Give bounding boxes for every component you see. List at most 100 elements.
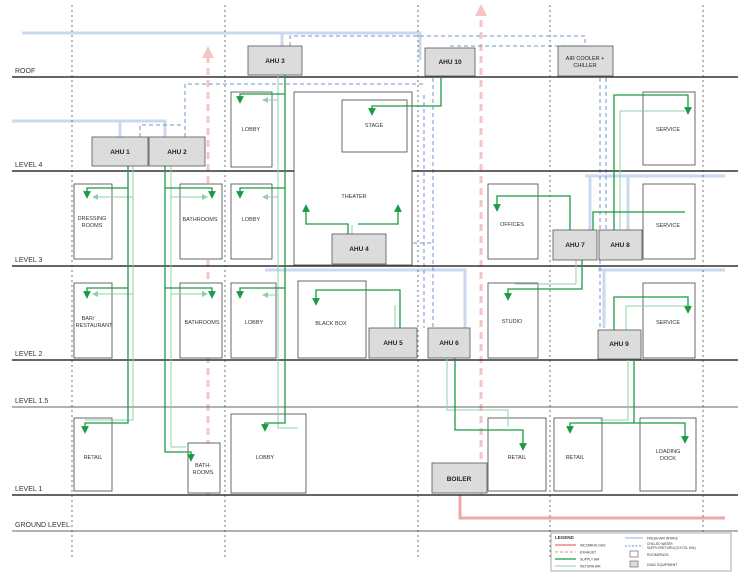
equipment-label: AHU 6 <box>439 340 459 347</box>
return-air-ducts <box>85 75 690 448</box>
chilled-water-line <box>184 83 425 137</box>
legend-label: ROOMSPACE <box>647 553 670 557</box>
supply-air-duct <box>236 187 285 199</box>
supply-air-duct <box>236 93 285 104</box>
room-retail-3 <box>553 417 603 492</box>
fresh-air-duct <box>265 268 467 328</box>
air-cooler-chiller-unit <box>557 45 614 77</box>
equipment-label: AIR COOLER + <box>566 56 605 62</box>
room-labels: LOBBY STAGE SERVICE DRESSING ROOMS BATHR… <box>76 123 681 476</box>
supply-air-duct <box>493 195 571 230</box>
room-label: ROOMS <box>82 223 103 229</box>
equipment-label: AHU 8 <box>610 242 630 249</box>
ahu-1-unit <box>91 136 149 167</box>
room-label: BATH- <box>195 463 211 469</box>
legend-swatch-roomspace <box>629 550 639 558</box>
legend: LEGEND INCOMING GAS EXHAUST SUPPLY AIR R… <box>550 532 732 572</box>
legend-label: INCOMING GAS <box>580 544 606 548</box>
level-label-roof: ROOF <box>15 68 35 75</box>
legend-label: HVAC EQUIPMENT <box>647 563 677 567</box>
room-bathrooms-level-1 <box>187 442 221 494</box>
supply-air-duct <box>613 296 692 330</box>
ahu-3-unit <box>247 45 303 76</box>
room-service-level-2 <box>642 282 696 359</box>
level-label-level-2: LEVEL 2 <box>15 351 42 358</box>
room-label: BATHROOMS <box>182 217 217 223</box>
room-label: LOBBY <box>242 217 261 223</box>
equipment-label: AHU 7 <box>565 242 585 249</box>
room-label: LOBBY <box>245 320 264 326</box>
supply-air-duct <box>165 287 216 299</box>
fresh-air-duct <box>22 31 422 60</box>
room-service-level-3 <box>642 183 696 260</box>
supply-air-duct <box>302 204 349 234</box>
room-lobby-level-1 <box>230 413 307 494</box>
supply-air-duct <box>83 287 128 299</box>
ahu-2-unit <box>148 136 206 167</box>
legend-box <box>550 532 732 572</box>
ahu-7-unit <box>552 229 598 261</box>
room-lobby-level-4 <box>230 91 273 168</box>
room-label: LOBBY <box>256 455 275 461</box>
incoming-gas-line <box>458 495 725 520</box>
supply-air-duct <box>454 358 527 451</box>
room-black-box <box>297 280 367 359</box>
chilled-water-line <box>289 35 586 46</box>
room-label: DOCK <box>660 456 676 462</box>
boiler-unit <box>431 462 488 494</box>
legend-label: RETURN AIR <box>580 565 601 569</box>
room-label: RETAIL <box>566 455 585 461</box>
equipment-label: AHU 3 <box>265 58 285 65</box>
legend-label: FRESH AIR INTAKE <box>647 537 679 541</box>
legend-swatch-hvac <box>629 560 639 568</box>
equipment-label: AHU 9 <box>609 341 629 348</box>
hvac-equipment <box>91 45 643 494</box>
room-studio <box>487 282 539 359</box>
supply-air-duct <box>613 94 692 230</box>
room-label: SERVICE <box>656 320 680 326</box>
chilled-water-line <box>139 124 183 137</box>
room-label: STUDIO <box>502 319 524 325</box>
supply-air-duct <box>236 287 285 299</box>
room-loading-dock <box>639 417 697 492</box>
legend-label: SUPPLY AIR <box>580 558 600 562</box>
room-service-level-4 <box>642 91 696 166</box>
ahu-6-unit <box>427 327 471 359</box>
supply-air-ducts <box>81 75 692 462</box>
legend-title: LEGEND <box>555 535 575 540</box>
supply-air-duct <box>504 260 583 301</box>
equipment-label: AHU 5 <box>383 340 403 347</box>
equipment-label: AHU 10 <box>438 59 462 66</box>
equipment-label: AHU 4 <box>349 246 369 253</box>
room-label: OFFICES <box>500 222 524 228</box>
room-retail-1 <box>73 417 113 492</box>
legend-label: CHILLED WATER <box>647 542 673 546</box>
supply-air-duct <box>83 187 128 199</box>
exhaust-risers <box>202 3 487 495</box>
fresh-air-duct <box>12 119 167 137</box>
equipment-label: BOILER <box>447 476 472 483</box>
chiller-label: AIR COOLER + CHILLER <box>566 56 605 69</box>
supply-air-duct <box>312 289 401 328</box>
legend-label: SUPPLY/RETURN (GLYCOL MIX) <box>647 546 696 550</box>
room-label: BAR/ <box>82 316 95 322</box>
room-label: RESTAURANT <box>76 323 114 329</box>
supply-air-duct <box>566 422 634 434</box>
equipment-label: AHU 2 <box>167 149 187 156</box>
room-label: SERVICE <box>656 223 680 229</box>
room-label: THEATER <box>341 194 366 200</box>
level-labels: ROOF LEVEL 4 LEVEL 3 LEVEL 2 LEVEL 1.5 L… <box>15 68 70 529</box>
return-air-duct <box>277 75 298 429</box>
room-label: LOADING <box>656 449 681 455</box>
level-label-level-1-5: LEVEL 1.5 <box>15 398 48 405</box>
supply-air-duct <box>261 75 286 432</box>
equipment-label: AHU 1 <box>110 149 130 156</box>
return-air-duct <box>625 305 690 330</box>
level-label-level-1: LEVEL 1 <box>15 486 42 493</box>
ahu-4-unit <box>331 233 387 265</box>
supply-air-duct <box>164 166 195 462</box>
room-label: SERVICE <box>656 127 680 133</box>
room-label: STAGE <box>365 123 384 129</box>
